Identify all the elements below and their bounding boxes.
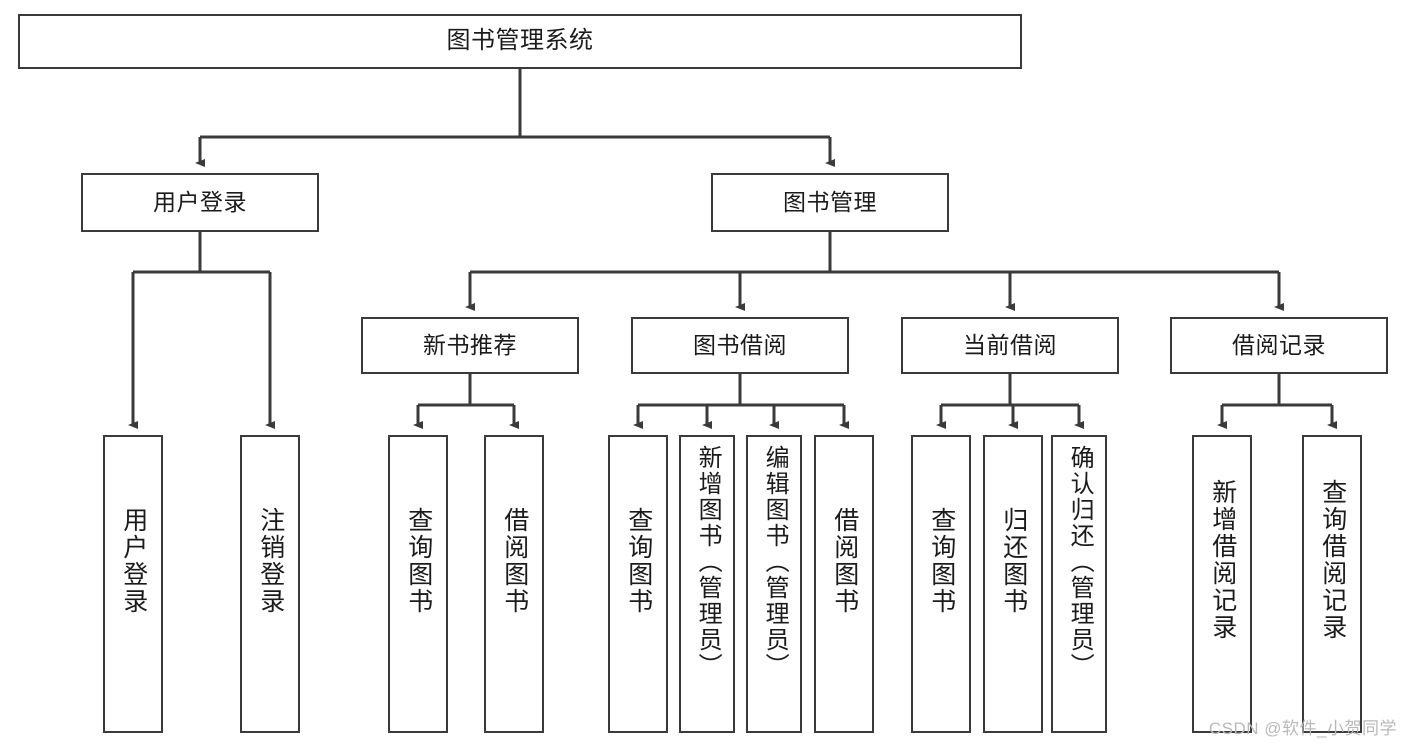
node-leaf-query-book-2-label: 查询图书 <box>624 507 653 615</box>
node-leaf-query-record[interactable]: 查询借阅记录 <box>1302 435 1362 733</box>
node-leaf-user-login[interactable]: 用户登录 <box>103 435 163 733</box>
node-current-borrow-label: 当前借阅 <box>963 331 1057 358</box>
node-leaf-query-book-1[interactable]: 查询图书 <box>388 435 448 733</box>
node-leaf-borrow-book-1[interactable]: 借阅图书 <box>484 435 544 733</box>
node-leaf-confirm-return-label: 确认归还（管理员） <box>1066 445 1094 679</box>
node-leaf-user-login-label: 用户登录 <box>119 507 148 615</box>
node-leaf-borrow-book-1-label: 借阅图书 <box>500 507 529 615</box>
node-leaf-return-book-label: 归还图书 <box>999 507 1028 615</box>
node-leaf-edit-book[interactable]: 编辑图书（管理员） <box>746 435 802 733</box>
node-user-login[interactable]: 用户登录 <box>81 173 319 232</box>
node-leaf-add-record[interactable]: 新增借阅记录 <box>1192 435 1252 733</box>
node-root-label: 图书管理系统 <box>446 27 594 55</box>
node-leaf-query-book-3[interactable]: 查询图书 <box>911 435 971 733</box>
node-leaf-query-book-2[interactable]: 查询图书 <box>608 435 668 733</box>
node-book-manage[interactable]: 图书管理 <box>711 173 949 232</box>
node-new-book-recommend-label: 新书推荐 <box>423 331 517 358</box>
node-book-borrow[interactable]: 图书借阅 <box>631 317 849 374</box>
node-new-book-recommend[interactable]: 新书推荐 <box>361 317 579 374</box>
node-leaf-add-record-label: 新增借阅记录 <box>1208 479 1237 641</box>
node-book-borrow-label: 图书借阅 <box>693 331 787 358</box>
node-borrow-record[interactable]: 借阅记录 <box>1170 317 1388 374</box>
node-root-system[interactable]: 图书管理系统 <box>18 14 1022 69</box>
node-leaf-edit-book-label: 编辑图书（管理员） <box>761 445 789 679</box>
node-current-borrow[interactable]: 当前借阅 <box>901 317 1119 374</box>
node-user-login-label: 用户登录 <box>153 188 247 215</box>
node-leaf-borrow-book-2[interactable]: 借阅图书 <box>814 435 874 733</box>
node-leaf-add-book-label: 新增图书（管理员） <box>694 445 722 679</box>
node-leaf-query-book-3-label: 查询图书 <box>927 507 956 615</box>
node-leaf-confirm-return[interactable]: 确认归还（管理员） <box>1051 435 1107 733</box>
node-book-manage-label: 图书管理 <box>783 188 877 215</box>
node-leaf-logout-label: 注销登录 <box>256 507 285 615</box>
node-leaf-query-book-1-label: 查询图书 <box>404 507 433 615</box>
node-leaf-logout[interactable]: 注销登录 <box>240 435 300 733</box>
node-leaf-return-book[interactable]: 归还图书 <box>983 435 1043 733</box>
node-leaf-borrow-book-2-label: 借阅图书 <box>830 507 859 615</box>
watermark-text: CSDN @软件_小贺同学 <box>1208 719 1397 738</box>
node-leaf-add-book[interactable]: 新增图书（管理员） <box>679 435 735 733</box>
node-borrow-record-label: 借阅记录 <box>1232 331 1326 358</box>
node-leaf-query-record-label: 查询借阅记录 <box>1318 479 1347 641</box>
